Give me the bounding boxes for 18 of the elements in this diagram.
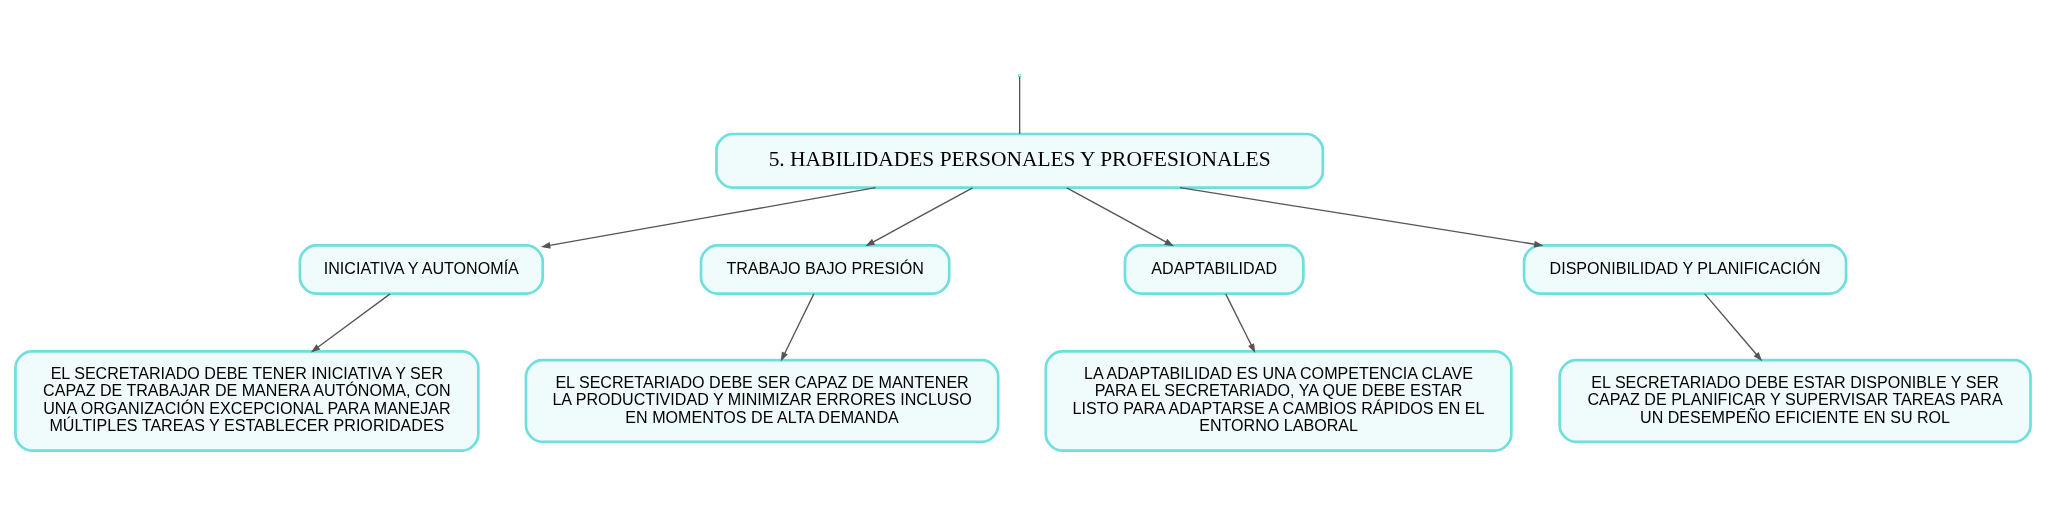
arrow: [540, 187, 877, 249]
node-box: 5. HABILIDADES PERSONALES Y PROFESIONALES: [715, 132, 1325, 189]
node-box: INICIATIVA Y AUTONOMÍA: [298, 244, 545, 295]
connector: [1019, 75, 1021, 135]
arrow: [310, 293, 391, 353]
arrow: [1179, 187, 1544, 248]
node-box: ADAPTABILIDAD: [1123, 244, 1305, 295]
arrow: [865, 187, 974, 247]
node-box: EL SECRETARIADO DEBE ESTAR DISPONIBLE Y SER CAPAZ DE PLANIFICAR Y SUPERVISAR TAREAS PARA UN DESEMPEÑO EFICIENTE EN SU ROL: [1558, 358, 2032, 444]
node-box: DISPONIBILIDAD Y PLANIFICACIÓN: [1522, 244, 1848, 295]
arrow: [780, 293, 815, 362]
arrow: [1066, 187, 1174, 247]
arrow: [1704, 293, 1763, 362]
arrow: [1225, 293, 1256, 354]
node-box: TRABAJO BAJO PRESIÓN: [699, 244, 951, 295]
node-box: LA ADAPTABILIDAD ES UNA COMPETENCIA CLAVE PARA EL SECRETARIADO, YA QUE DEBE ESTAR LISTO PARA ADAPTARSE A CAMBIOS RÁPIDOS EN EL ENTORNO LABORAL: [1044, 350, 1513, 452]
node-box: EL SECRETARIADO DEBE SER CAPAZ DE MANTENER LA PRODUCTIVIDAD Y MINIMIZAR ERRORES INCLUSO EN MOMENTOS DE ALTA DEMANDA: [524, 358, 1000, 444]
node-box: EL SECRETARIADO DEBE TENER INICIATIVA Y SER CAPAZ DE TRABAJAR DE MANERA AUTÓNOMA, CON UNA ORGANIZACIÓN EXCEPCIONAL PARA MANEJAR MÚLTIPLES TAREAS Y ESTABLECER PRIORIDADES: [14, 350, 480, 452]
